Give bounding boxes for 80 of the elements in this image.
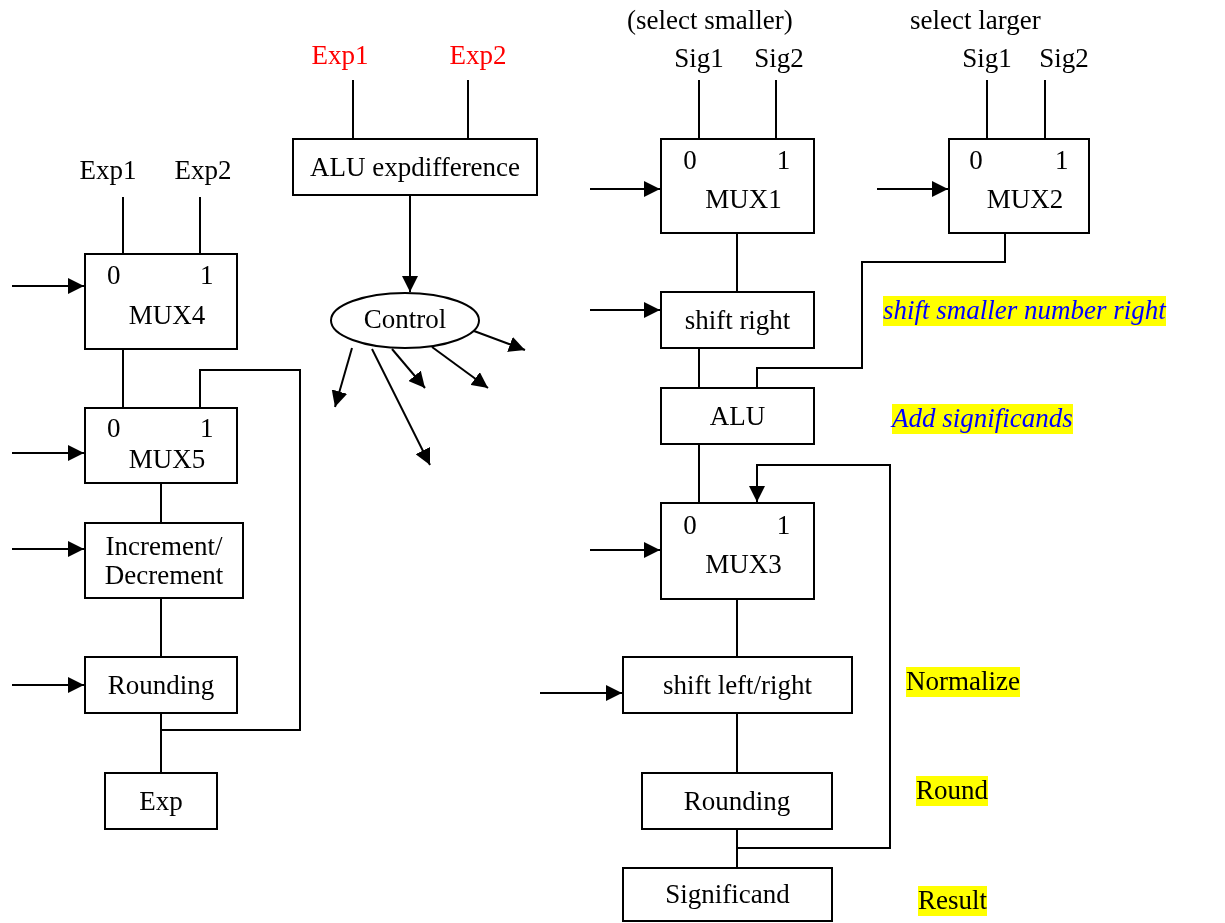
arrow <box>589 181 661 197</box>
connector-line <box>467 79 469 139</box>
signal-label: Exp2 <box>168 155 238 197</box>
mux-block <box>84 407 238 484</box>
connector-line <box>756 233 1006 388</box>
block-label: MUX3 <box>704 551 783 578</box>
output-box: Significand <box>622 867 833 922</box>
connector-line <box>775 79 777 139</box>
signal-label: Exp1 <box>73 155 143 197</box>
mux-block <box>84 253 238 350</box>
connector-line <box>698 444 700 503</box>
port-label: 1 <box>200 262 214 290</box>
highlighted-note: Add significands <box>892 404 1073 434</box>
connector-line <box>698 348 700 388</box>
highlighted-note: Normalize <box>906 667 1020 697</box>
arrow <box>402 195 418 293</box>
connector-line <box>736 713 738 773</box>
port-label: 1 <box>1054 147 1069 175</box>
control-ellipse <box>330 292 480 349</box>
block-label: MUX2 <box>985 186 1065 213</box>
arrow <box>876 181 949 197</box>
arrow <box>589 542 661 558</box>
highlighted-note: shift smaller number right <box>883 296 1166 326</box>
connector-line <box>122 196 124 254</box>
connector-line <box>122 349 124 408</box>
port-label: 0 <box>683 511 697 539</box>
highlighted-note: Round <box>916 776 988 806</box>
ellipse-label: Control <box>362 306 448 333</box>
arrow <box>11 445 85 461</box>
signal-label: Exp1 <box>300 40 380 80</box>
connector-line <box>698 79 700 139</box>
caption-text: select larger <box>910 6 1041 36</box>
process-box: Rounding <box>84 656 238 714</box>
port-label: 1 <box>200 414 214 442</box>
arrow <box>431 346 489 389</box>
process-box: shift right <box>660 291 815 349</box>
arrow <box>11 677 85 693</box>
arrow <box>11 278 85 294</box>
arrow <box>539 685 623 701</box>
highlighted-note: Result <box>918 886 987 916</box>
arrow <box>391 348 426 389</box>
arrow <box>736 464 891 849</box>
connector-line <box>736 599 738 657</box>
process-box: Increment/ Decrement <box>84 522 244 599</box>
port-label: 0 <box>969 147 983 175</box>
mux-block <box>660 138 815 234</box>
signal-label: Sig1 <box>668 43 730 80</box>
arrow <box>589 302 661 318</box>
connector-line <box>160 598 162 657</box>
signal-label: Sig2 <box>748 43 810 80</box>
mux-block <box>660 502 815 600</box>
mux-block <box>948 138 1090 234</box>
alu-box: ALU <box>660 387 815 445</box>
connector-line <box>986 79 988 139</box>
arrow <box>371 348 431 466</box>
block-label: MUX1 <box>704 186 783 213</box>
port-label: 0 <box>683 147 697 175</box>
arrow <box>331 347 353 408</box>
connector-line <box>352 79 354 139</box>
process-box: Rounding <box>641 772 833 830</box>
arrow <box>11 541 85 557</box>
signal-label: Sig2 <box>1033 43 1095 80</box>
connector-line <box>1044 79 1046 139</box>
caption-text: (select smaller) <box>627 6 793 36</box>
output-box: Exp <box>104 772 218 830</box>
connector-line <box>160 369 301 731</box>
connector-line <box>160 483 162 523</box>
block-label: MUX5 <box>127 445 207 473</box>
signal-label: Exp2 <box>438 40 518 80</box>
signal-label: Sig1 <box>956 43 1018 80</box>
connector-line <box>199 196 201 254</box>
port-label: 0 <box>107 414 121 442</box>
port-label: 1 <box>776 511 791 539</box>
process-box: shift left/right <box>622 656 853 714</box>
block-label: MUX4 <box>127 301 207 329</box>
port-label: 0 <box>107 262 121 290</box>
alu-box: ALU expdifference <box>292 138 538 196</box>
connector-line <box>736 233 738 292</box>
arrow <box>473 330 526 352</box>
port-label: 1 <box>776 147 791 175</box>
